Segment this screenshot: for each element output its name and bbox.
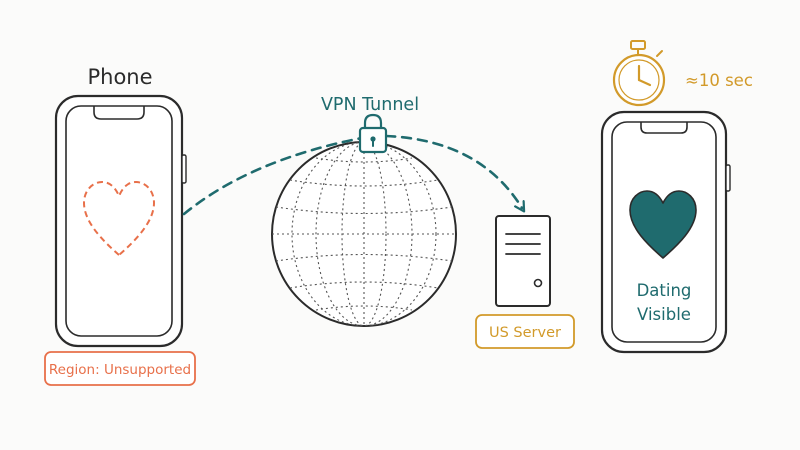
phone-left-notch bbox=[93, 106, 145, 120]
phone-left-body bbox=[54, 94, 184, 348]
globe-icon bbox=[271, 141, 457, 327]
heart-filled-icon bbox=[629, 190, 697, 259]
region-label: Region: Unsupported bbox=[49, 362, 191, 378]
status-line-1: Dating bbox=[637, 281, 692, 300]
server-badge bbox=[475, 314, 575, 349]
phone-right-side-button bbox=[725, 164, 731, 192]
lock-icon bbox=[358, 113, 388, 154]
timer-label: ≈10 sec bbox=[685, 71, 753, 90]
region-badge bbox=[44, 351, 196, 386]
heart-outline-icon bbox=[83, 181, 155, 256]
status-line-2: Visible bbox=[637, 305, 691, 324]
phone-left-side-button bbox=[181, 154, 187, 184]
phone-right-notch bbox=[640, 122, 688, 134]
phone-left-screen bbox=[65, 105, 173, 337]
phone-right: Dating Visible bbox=[600, 110, 731, 354]
phone-right-screen bbox=[611, 121, 717, 343]
vpn-tunnel-label: VPN Tunnel bbox=[321, 95, 419, 115]
vpn-tunnel-path bbox=[182, 136, 364, 216]
server-icon bbox=[495, 215, 551, 307]
vpn-tunnel-arrow bbox=[384, 134, 522, 208]
stopwatch-icon bbox=[612, 40, 666, 107]
phone-left: Phone Region: Unsupported bbox=[44, 65, 196, 386]
server-label: US Server bbox=[489, 325, 561, 341]
phone-title: Phone bbox=[87, 65, 152, 89]
